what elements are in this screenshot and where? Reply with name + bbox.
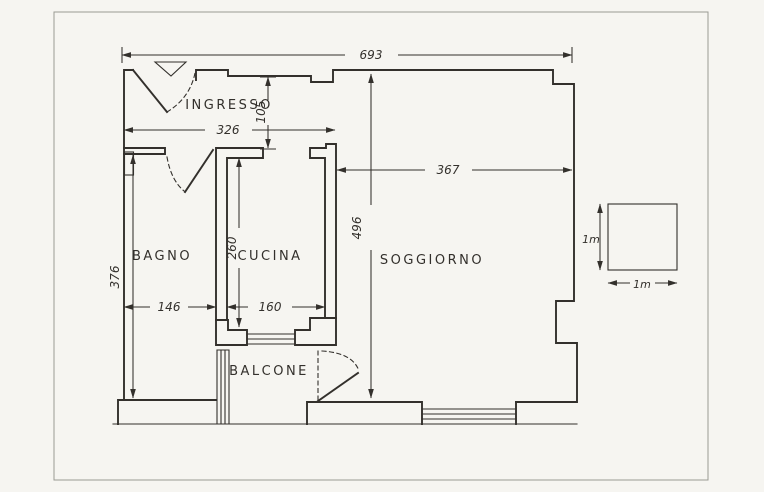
dim-label-ingresso-width: 326 — [217, 123, 240, 137]
room-label-bagno: BAGNO — [132, 249, 192, 264]
left-wall — [123, 69, 134, 401]
cucina-left-wall — [215, 147, 264, 321]
dim-label-cucina-depth: 260 — [225, 236, 239, 259]
labels: INGRESSO BAGNO CUCINA SOGGIORNO BALCONE … — [108, 48, 484, 379]
bottom-wall-left-pier — [306, 401, 423, 425]
doors — [131, 61, 360, 403]
windows — [123, 151, 517, 424]
room-label-balcone: BALCONE — [229, 364, 309, 379]
soggiorno-window — [421, 408, 517, 420]
top-and-right-wall — [195, 69, 578, 403]
balcone-door-swing — [321, 350, 360, 372]
bagno-bottom-wall — [117, 399, 217, 425]
dim-label-soggiorno-depth: 496 — [350, 216, 364, 239]
room-label-soggiorno: SOGGIORNO — [380, 253, 484, 268]
bagno-door-leaf — [183, 148, 215, 194]
balcone-side-window — [216, 349, 230, 424]
dim-ingresso-depth-ticks — [260, 76, 276, 150]
entry-door-leaf — [131, 68, 169, 114]
scan-border — [53, 11, 709, 481]
cucina-window — [246, 333, 296, 345]
scale-width-label: 1m — [633, 278, 651, 291]
balcone-door-leaf — [316, 371, 360, 403]
dim-label-bagno-depth: 376 — [108, 265, 122, 288]
scale-marker: 1m 1m — [582, 203, 678, 291]
bagno-wall-window — [123, 151, 135, 176]
room-label-cucina: CUCINA — [237, 249, 302, 264]
bagno-door-swing — [166, 156, 185, 192]
cucina-window-right-pier — [294, 317, 337, 346]
bagno-top-wall — [123, 147, 166, 155]
dim-label-bagno-width: 146 — [158, 300, 181, 314]
entry-door-swing — [166, 72, 196, 113]
dim-label-soggiorno-width: 367 — [437, 163, 460, 177]
dim-label-ingresso-depth: 105 — [254, 101, 268, 124]
dim-label-cucina-width: 160 — [259, 300, 282, 314]
scale-square — [607, 203, 678, 271]
entrance-arrow-icon — [153, 61, 188, 77]
dim-label-overall-width: 693 — [360, 48, 383, 62]
cucina-right-wall — [309, 143, 337, 319]
cucina-window-left-pier — [215, 319, 248, 346]
scale-height-label: 1m — [582, 233, 600, 246]
room-label-ingresso: INGRESSO — [185, 98, 273, 113]
walls — [112, 69, 578, 425]
dim-overall-width-ticks — [121, 47, 573, 63]
dimension-lines — [121, 47, 573, 399]
